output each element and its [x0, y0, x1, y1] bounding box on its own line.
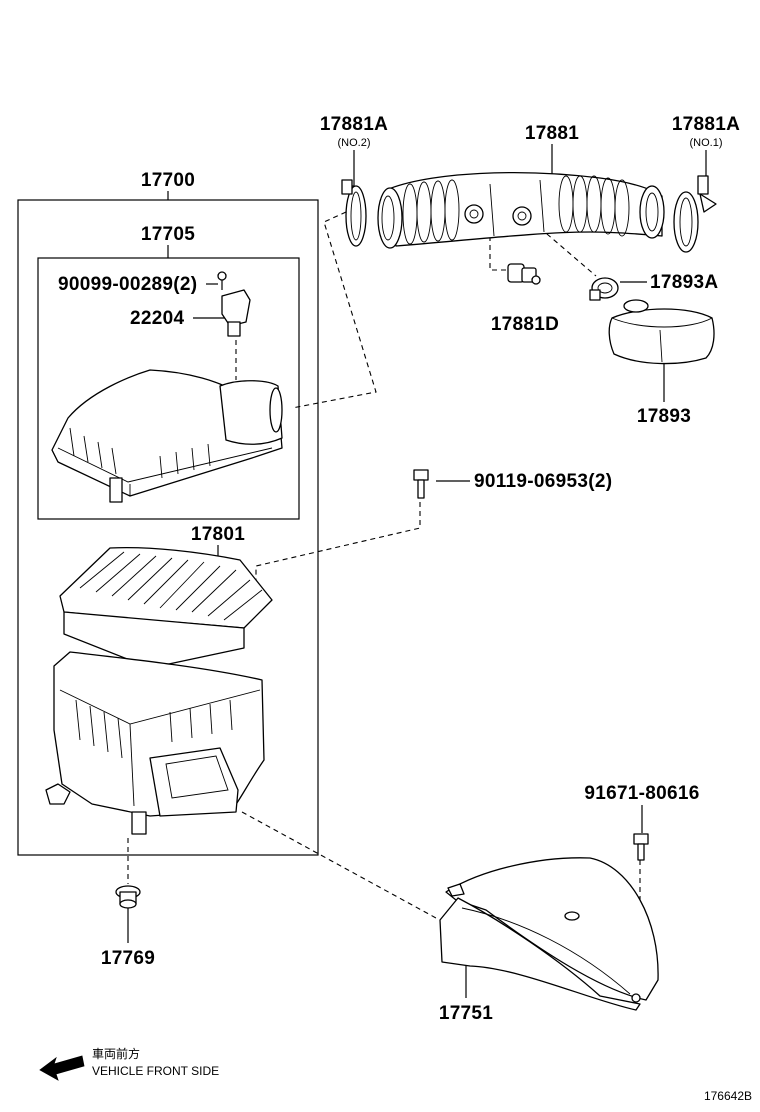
air-cleaner-case: [45, 651, 265, 835]
legend-japanese: 車両前方: [92, 1046, 140, 1061]
legend-english: VEHICLE FRONT SIDE: [92, 1064, 219, 1078]
label-22204: 22204: [130, 308, 184, 329]
direction-legend: 車両前方 VEHICLE FRONT SIDE: [39, 1046, 219, 1081]
label-17893: 17893: [637, 406, 691, 427]
airflow-meter-22204: [221, 289, 251, 337]
screw-90099-00289: [217, 271, 227, 290]
label-17705: 17705: [141, 224, 195, 245]
bolt-90119-06953: [413, 469, 429, 499]
label-no1: (NO.1): [690, 137, 723, 149]
bolt-91671-80616: [633, 833, 649, 861]
small-clamp-17893A: [589, 277, 619, 301]
filter-element-17801: [59, 546, 273, 669]
label-17881: 17881: [525, 123, 579, 144]
label-17881A-no1: 17881A: [672, 114, 740, 135]
grommet-17769: [115, 885, 141, 909]
intake-duct-17751: [439, 857, 659, 1011]
hose-clamp-no2: [341, 179, 367, 247]
intake-hose-17881: [377, 172, 665, 249]
label-17881D: 17881D: [491, 314, 559, 335]
label-17769: 17769: [101, 948, 155, 969]
hose-clamp-no1: [673, 175, 717, 253]
label-17700: 17700: [141, 170, 195, 191]
air-cleaner-cap-17705: [51, 369, 283, 503]
label-17881A-no2: 17881A: [320, 114, 388, 135]
label-no2: (NO.2): [338, 137, 371, 149]
leader-hose-to-cap: [291, 211, 377, 409]
sensor-plug-17881D: [507, 263, 541, 285]
label-90119-06953: 90119-06953(2): [474, 471, 612, 492]
label-17751: 17751: [439, 1003, 493, 1024]
diagram-id: 176642B: [704, 1089, 752, 1103]
label-90099-00289: 90099-00289(2): [58, 274, 197, 295]
leader-bolt-to-case: [255, 502, 421, 598]
left-arrow-icon: [39, 1055, 85, 1081]
resonator-17893: [608, 299, 715, 365]
label-17893A: 17893A: [650, 272, 718, 293]
label-17801: 17801: [191, 524, 245, 545]
label-91671-80616: 91671-80616: [584, 783, 699, 804]
leader-case-to-duct: [241, 811, 437, 919]
